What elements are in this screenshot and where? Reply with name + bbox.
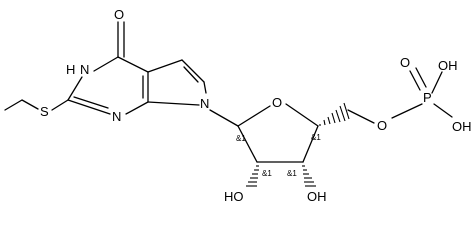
bond-c5prime-o bbox=[347, 109, 375, 124]
atom-labels: O H N S N N O O P O OH OH HO OH bbox=[40, 7, 472, 204]
stereo-label-c2: &1 bbox=[262, 169, 272, 178]
bond-p-o-double bbox=[409, 70, 421, 91]
bond-c7a-n1 bbox=[125, 101, 149, 115]
stereo-labels: &1 &1 &1 &1 bbox=[236, 133, 321, 178]
bond-c4-c3 bbox=[302, 125, 319, 163]
sulfur-label: S bbox=[40, 104, 49, 119]
ribose-2-hydroxyl-label: HO bbox=[224, 189, 244, 204]
carbonyl-oxygen-label: O bbox=[114, 7, 124, 22]
bond-c4-c4a bbox=[117, 56, 149, 73]
bond-n3-c4 bbox=[93, 56, 119, 72]
bond-c-s bbox=[21, 99, 39, 110]
bond-c1-o4 bbox=[237, 105, 271, 127]
phosphate-ester-oxygen-label: O bbox=[377, 118, 387, 133]
bond-p-o-double-2 bbox=[415, 67, 427, 88]
stereo-label-c4: &1 bbox=[311, 133, 321, 142]
ribose-oxygen-label: O bbox=[272, 95, 282, 110]
nh-nitrogen-label: N bbox=[80, 62, 89, 77]
nh-hydrogen-label: H bbox=[66, 62, 75, 77]
bond-c2-n3 bbox=[67, 76, 83, 101]
bond-p-oh-right bbox=[433, 103, 453, 118]
pyrrole-nitrogen-label: N bbox=[200, 96, 209, 111]
bond-c2-c1 bbox=[237, 125, 258, 163]
bond-n1-c2 bbox=[67, 99, 111, 115]
molecule-structure-canvas: O H N S N N O O P O OH OH HO OH &1 &1 &1… bbox=[4, 7, 472, 204]
stereo-label-c1: &1 bbox=[236, 134, 246, 143]
bond-methyl-c bbox=[4, 99, 23, 111]
phosphorus-label: P bbox=[423, 90, 432, 105]
bond-c5-c6 bbox=[181, 59, 205, 83]
phosphoryl-oxygen-label: O bbox=[400, 55, 410, 70]
bond-o-p bbox=[391, 103, 423, 119]
hashed-bond-c3-oh bbox=[302, 165, 316, 187]
hashed-bond-c4-c5prime bbox=[319, 102, 350, 126]
bond-n7-c1prime bbox=[209, 109, 239, 127]
bonds bbox=[4, 21, 453, 187]
bond-c6-n7 bbox=[203, 81, 207, 94]
bond-n1-c2-double bbox=[73, 96, 109, 109]
ring-nitrogen-lower-label: N bbox=[112, 109, 121, 124]
stereo-label-c3: &1 bbox=[287, 169, 297, 178]
bond-n7-c7a bbox=[147, 101, 200, 106]
bond-o4-c4 bbox=[285, 103, 319, 127]
chemical-structure-diagram: O H N S N N O O P O OH OH HO OH &1 &1 &1… bbox=[4, 7, 472, 204]
ribose-3-hydroxyl-label: OH bbox=[307, 189, 327, 204]
bond-c4a-c5 bbox=[147, 59, 183, 73]
bond-p-oh-top bbox=[431, 71, 443, 94]
phosphate-oh-top-label: OH bbox=[438, 58, 458, 73]
phosphate-oh-right-label: OH bbox=[452, 119, 472, 134]
bond-c5-c6-double bbox=[183, 66, 199, 83]
bond-s-c2 bbox=[51, 99, 69, 111]
hashed-bond-c2-oh bbox=[246, 165, 259, 187]
